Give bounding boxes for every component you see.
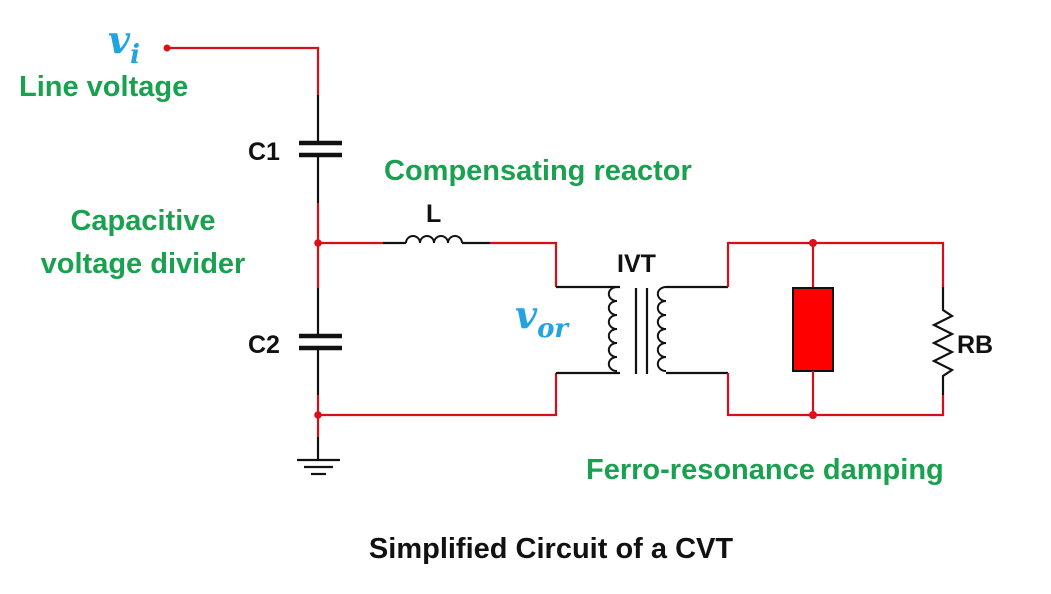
secondary-top-wire (726, 241, 945, 287)
damping-resistor-block (792, 287, 834, 372)
return-wire (318, 373, 558, 417)
output-voltage-variable: vor (515, 292, 570, 344)
inductor-l: L (318, 200, 558, 287)
input-line (167, 46, 320, 95)
line-voltage-annotation: Line voltage (19, 71, 188, 103)
damping-element (792, 239, 834, 419)
capacitive-divider-annotation-line1: Capacitive (70, 205, 215, 237)
diagram-title: Simplified Circuit of a CVT (369, 533, 733, 565)
damping-node-bottom (809, 411, 817, 419)
inductor-wire-right (490, 241, 558, 287)
inductor-coil-icon (405, 235, 463, 244)
primary-winding-icon (607, 286, 618, 372)
ground-icon (297, 437, 340, 476)
c2-label: C2 (248, 331, 280, 359)
compensating-reactor-annotation: Compensating reactor (384, 155, 692, 187)
transformer-ivt: IVT (556, 250, 728, 375)
capacitor-c2: C2 (248, 288, 342, 395)
transformer-label: IVT (617, 250, 656, 278)
burden-label: RB (957, 331, 993, 359)
ferro-damping-annotation: Ferro-resonance damping (586, 454, 944, 486)
burden-resistor-rb: RB (931, 287, 993, 395)
inductor-label: L (426, 200, 441, 228)
secondary-bottom-wire (726, 373, 945, 417)
input-voltage-variable: vi (108, 17, 140, 70)
c1-label: C1 (248, 138, 280, 166)
capacitor-c1: C1 (248, 95, 342, 203)
input-wire (163, 44, 320, 95)
secondary-winding-icon (656, 286, 667, 372)
capacitive-divider-annotation-line2: voltage divider (41, 248, 246, 280)
damping-node-top (809, 239, 817, 247)
resistor-zigzag-icon (931, 287, 955, 395)
